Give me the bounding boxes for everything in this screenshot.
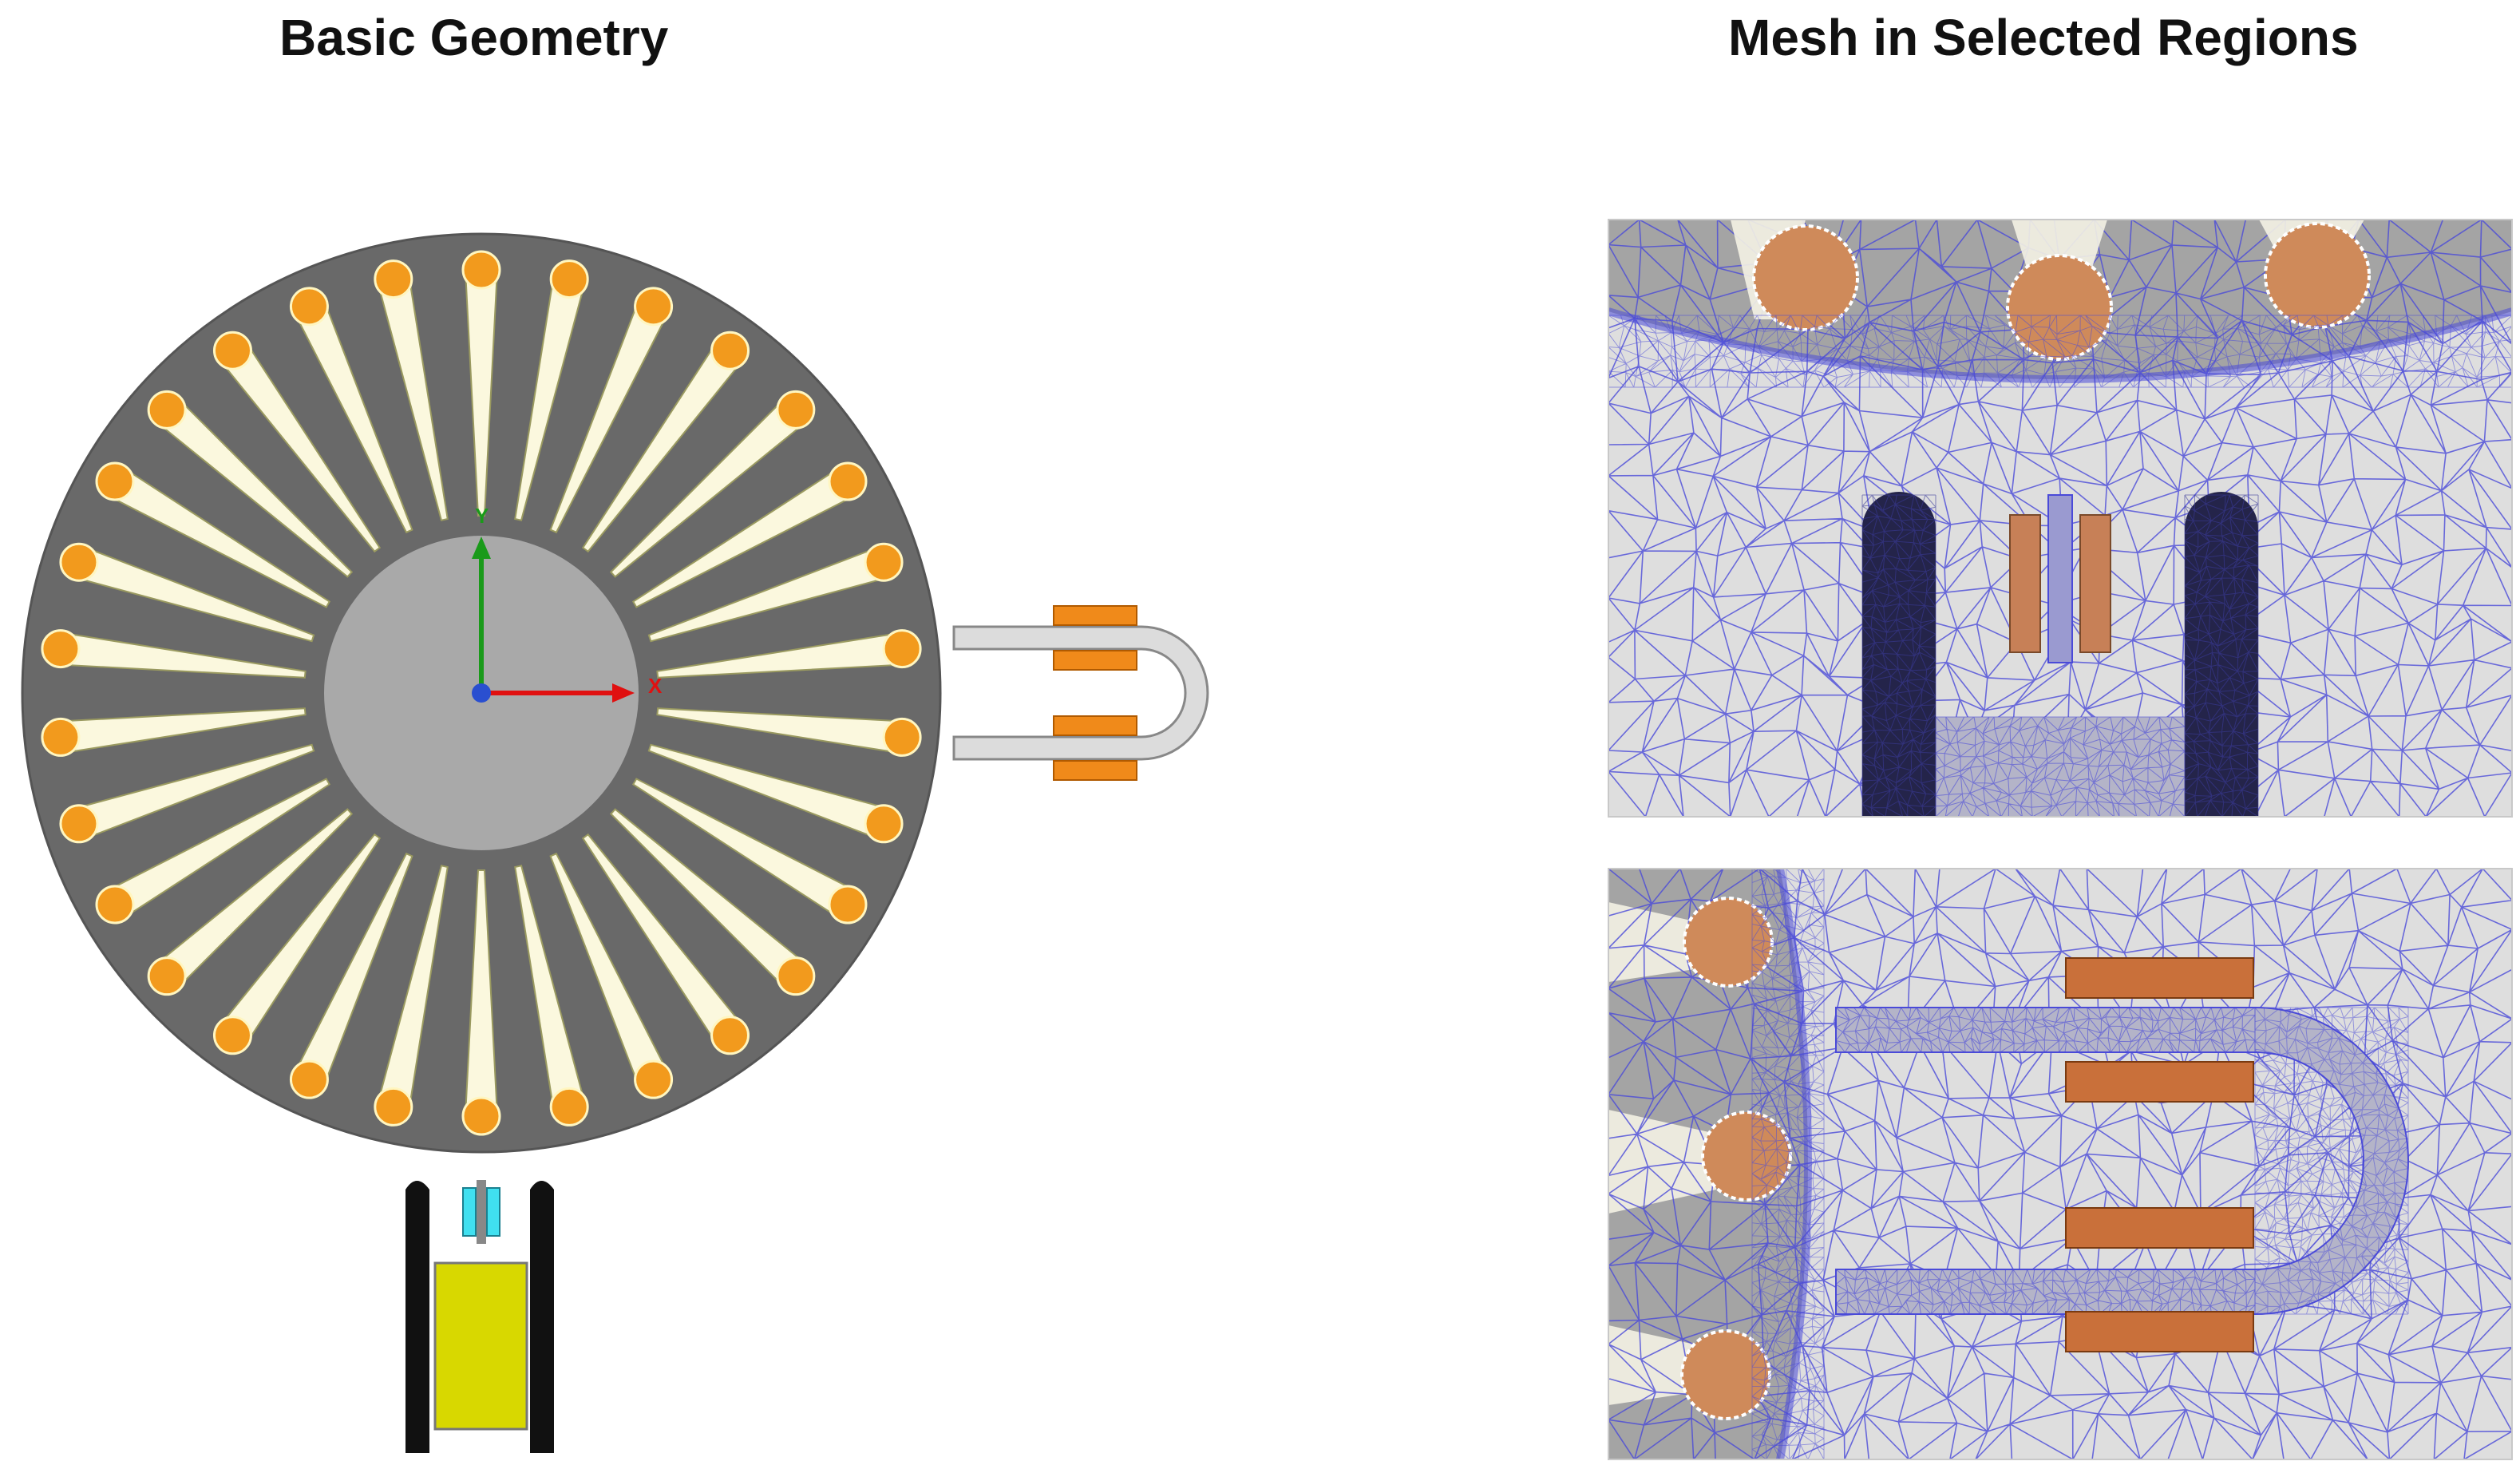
slot-conductor (882, 629, 922, 669)
slot-conductor (549, 259, 589, 299)
mesh-bottom-coil (2065, 957, 2254, 999)
mesh-top-conductor (2006, 254, 2113, 361)
mesh-bottom-dense-lines (1751, 869, 2409, 1459)
slot-conductor (41, 717, 81, 757)
slot-conductor (374, 259, 413, 299)
coil-block (1053, 760, 1137, 781)
mesh-bottom-coil (2065, 1311, 2254, 1352)
slot-conductor (828, 461, 868, 501)
mesh-top-rotor-edge (1608, 307, 2512, 383)
mesh-edges (1751, 869, 1825, 1459)
mesh-top-pole (2047, 494, 2073, 663)
mesh-edges (2254, 1007, 2409, 1315)
slot-conductor (461, 1096, 501, 1136)
sensor-coil (486, 1187, 500, 1237)
slot-conductor (95, 461, 135, 501)
slot-conductor (59, 804, 99, 844)
mesh-panel-top (1608, 219, 2513, 818)
slot-conductor (634, 287, 674, 327)
slot-conductor (710, 1016, 750, 1055)
slot-conductor (374, 1087, 413, 1126)
mesh-edges (1861, 494, 1936, 817)
slot-conductor (549, 1087, 589, 1126)
mesh-edges (1835, 1007, 2256, 1053)
slot-conductor (776, 956, 816, 996)
slot-conductor (147, 390, 187, 430)
slot-conductor (776, 390, 816, 430)
slot-conductor (634, 1059, 674, 1099)
slot-conductor (864, 542, 904, 582)
sensor-coil (462, 1187, 477, 1237)
mesh-bottom-conductor (1683, 897, 1774, 988)
slot-conductor (289, 1059, 329, 1099)
slot-conductor (212, 1016, 252, 1055)
slot-conductor (882, 717, 922, 757)
mesh-bottom-coil (2065, 1061, 2254, 1103)
x-axis-label: X (648, 674, 663, 698)
sensor-pole (477, 1180, 486, 1244)
basic-geometry-title: Basic Geometry (279, 9, 669, 66)
mesh-edges (1835, 1269, 2256, 1315)
mesh-top-dense-lines (1608, 315, 2512, 817)
mesh-top-coil (2009, 514, 2041, 653)
mesh-panel-bottom (1608, 868, 2513, 1460)
mesh-bottom-rotor-edge (1776, 869, 1812, 1459)
u-yoke-assembly (952, 605, 1209, 781)
u-yoke (952, 625, 1209, 761)
slot-conductor (828, 885, 868, 925)
coil-block (1053, 650, 1137, 671)
mesh-bottom-conductor (1701, 1111, 1792, 1202)
coil-block (1053, 605, 1137, 626)
mesh-top-coil (2079, 514, 2111, 653)
coordinate-axes: Y X (472, 504, 663, 703)
slot-conductor (864, 804, 904, 844)
basic-geometry-diagram: Y X (21, 232, 1209, 1453)
mesh-edges (2184, 494, 2259, 817)
slot-conductor (59, 542, 99, 582)
rotor-slots (41, 250, 922, 1136)
slot-conductor (95, 885, 135, 925)
slot-conductor (461, 250, 501, 290)
y-axis-label: Y (475, 504, 489, 528)
slot-conductor (710, 331, 750, 370)
slot-conductor (147, 956, 187, 996)
slot-conductor (212, 331, 252, 370)
sensor-core (433, 1261, 528, 1431)
slot-conductor (41, 629, 81, 669)
slot-conductor (289, 287, 329, 327)
sensor-assembly (405, 1180, 554, 1453)
mesh-regions-title: Mesh in Selected Regions (1728, 9, 2359, 66)
sensor-right-wall (530, 1181, 554, 1453)
mesh-bottom-coil (2065, 1207, 2254, 1249)
mesh-top-conductor (2264, 222, 2371, 329)
mesh-top-conductor (1752, 224, 1859, 331)
mesh-edges (1608, 315, 2512, 388)
sensor-left-wall (405, 1181, 429, 1453)
mesh-edges (1935, 716, 2186, 817)
coil-block (1053, 715, 1137, 736)
